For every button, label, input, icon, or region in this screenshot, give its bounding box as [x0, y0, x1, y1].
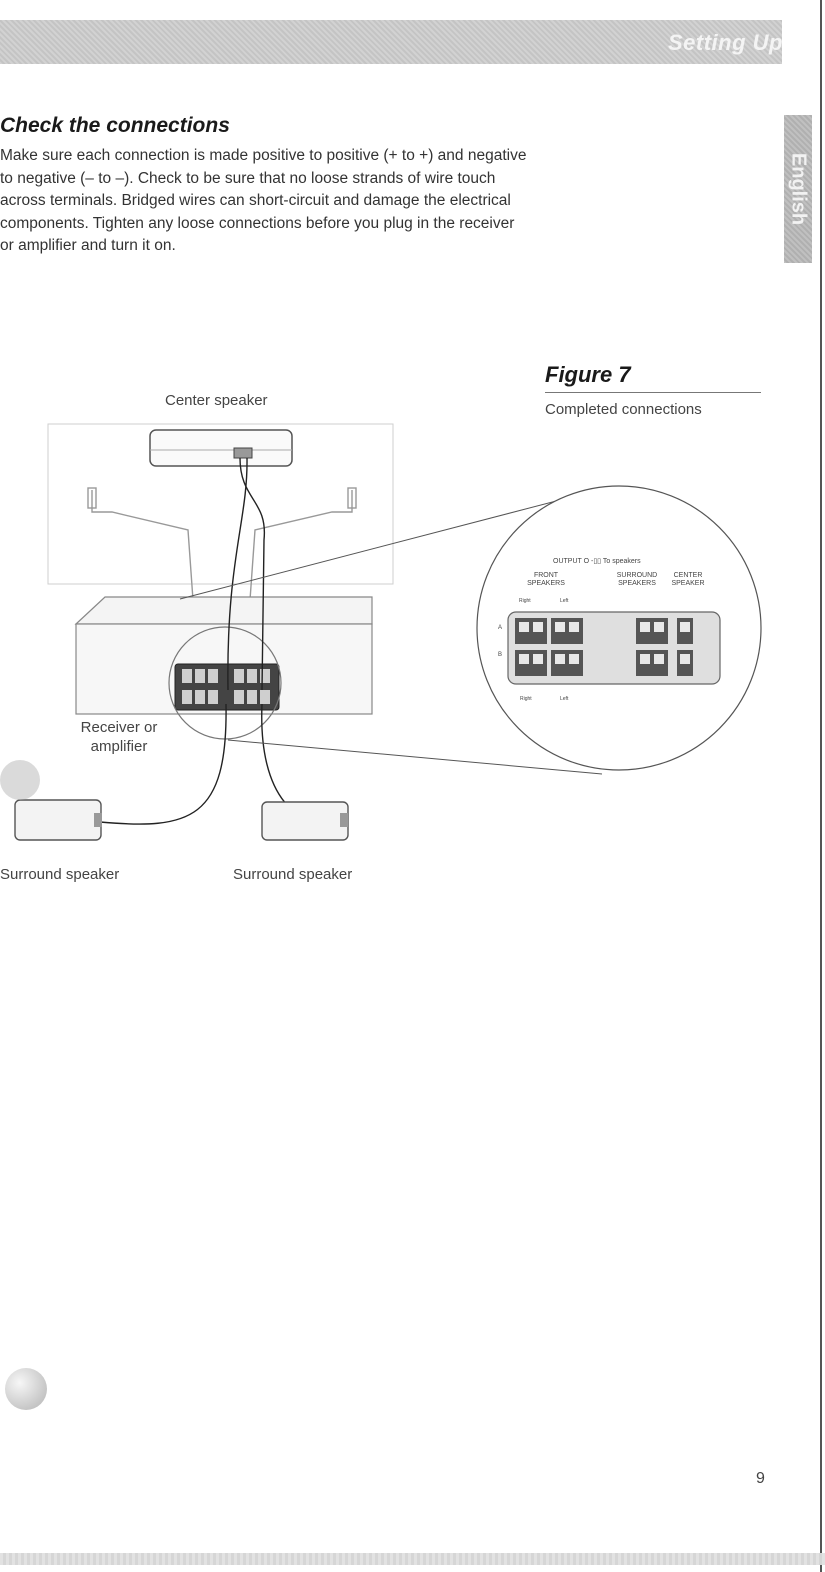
center-speaker-label: Center speaker: [165, 392, 268, 409]
inset-right-label-bottom: Right: [520, 696, 532, 702]
room-outline: [47, 423, 394, 585]
inset-row-b: B: [498, 652, 503, 658]
right-plug-icon: [347, 487, 357, 509]
surround-speaker-right-label: Surround speaker: [233, 866, 353, 883]
right-lamp-cord: [249, 490, 353, 601]
inset-output-label: OUTPUT O -▯▯ To speakers: [553, 558, 641, 565]
figure-rule: [545, 392, 761, 393]
terminal-inset: [476, 485, 762, 771]
zoom-lines: [179, 486, 611, 775]
inset-right-label-top: Right: [519, 598, 531, 604]
lamp-shapes: [87, 487, 357, 601]
center-speaker-icon: [149, 429, 293, 467]
binder-hole-mark: [5, 1368, 47, 1410]
inset-front-label: FRONT SPEAKERS: [527, 572, 565, 587]
page-edge-line: [820, 0, 822, 1572]
inset-surround-label: SURROUND SPEAKERS: [616, 572, 658, 587]
inset-center-label: CENTER SPEAKER: [671, 572, 705, 587]
receiver-icon: [74, 596, 373, 740]
page-number: 9: [756, 1470, 765, 1487]
surround-speaker-left-label: Surround speaker: [0, 866, 120, 883]
bottom-scan-band: [0, 1553, 825, 1565]
inset-left-label-bottom: Left: [560, 696, 569, 702]
receiver-label: Receiver or amplifier: [80, 719, 158, 755]
header-bar: [0, 20, 782, 64]
wiring-diagram: [0, 423, 762, 841]
left-plug-icon: [87, 487, 97, 509]
inset-row-a: A: [498, 625, 503, 631]
section-body: Make sure each connection is made positi…: [0, 147, 527, 254]
page-header-title: Setting Up: [668, 30, 783, 55]
language-tab-label: English: [787, 152, 810, 226]
surround-speaker-left-icon: [0, 760, 102, 841]
inset-left-label-top: Left: [560, 598, 569, 604]
section-heading: Check the connections: [0, 114, 230, 137]
surround-speaker-right-icon: [261, 801, 349, 841]
figure-caption: Completed connections: [545, 401, 702, 418]
left-lamp-cord: [91, 490, 194, 601]
language-tab: English: [784, 115, 812, 263]
figure-title: Figure 7: [545, 362, 631, 387]
